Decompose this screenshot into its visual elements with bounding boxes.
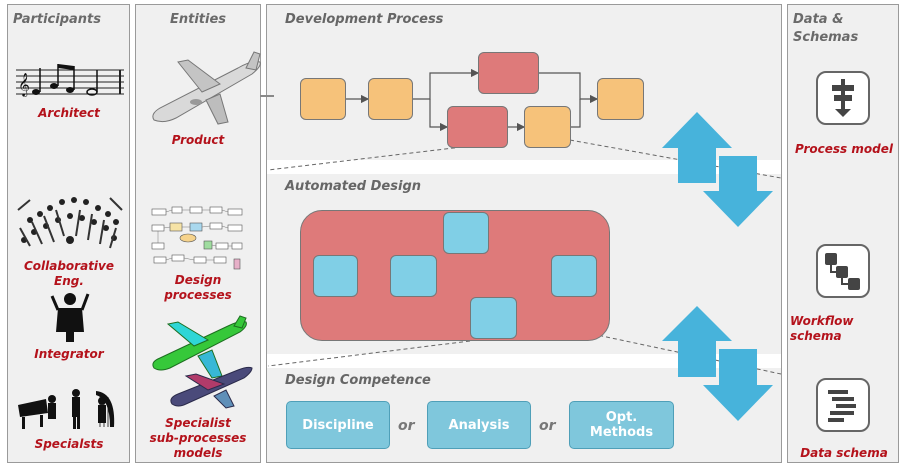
specialist-label-line2: sub-processes [149,431,247,445]
discipline-label: Discipline [302,417,374,433]
specialist-label-line1: Specialist [165,416,231,430]
workflow-schema-label: Workflow schema [790,314,854,343]
data-schemas-header-line2: Schemas [793,30,859,45]
automated-step-1 [313,255,358,297]
collaborative-eng-label: Collaborative Eng. [23,259,115,288]
section-divider-1 [267,160,781,174]
participants-column [7,4,130,463]
design-processes-label-line1: Design [174,273,222,287]
product-label: Product [171,133,225,147]
aircraft-models-icon [152,315,253,409]
svg-text:𝄞: 𝄞 [18,72,30,97]
process-step-orange-1 [300,78,346,120]
opt-methods-label-line1: Opt. [605,410,638,425]
data-schema-icon [816,378,870,432]
participants-header: Participants [13,12,101,27]
automated-step-4 [470,297,517,339]
design-competence-title: Design Competence [285,373,431,388]
process-step-orange-2 [368,78,413,120]
entities-header: Entities [170,12,227,27]
analysis-box: Analysis [427,401,531,449]
workflow-schema-icon [816,244,870,298]
automated-step-2 [390,255,437,297]
automated-step-5 [551,255,597,297]
process-step-red-bottom [447,106,508,148]
opt-methods-box: Opt. Methods [569,401,674,449]
process-step-orange-4 [597,78,644,120]
specialists-label: Specialsts [34,437,104,451]
data-schemas-header-line1: Data & [793,12,844,27]
process-step-red-top [478,52,539,94]
process-model-icon [816,71,870,125]
data-schema-label: Data schema [800,446,888,460]
orchestra-icon [17,197,123,249]
automated-design-title: Automated Design [285,179,422,194]
design-process-diagram-icon [151,206,243,270]
or-label-2: or [539,418,556,434]
development-process-title: Development Process [285,12,444,27]
analysis-label: Analysis [448,417,510,433]
architect-label: Architect [38,106,100,120]
section-divider-2 [267,354,781,368]
design-processes-label-line2: processes [164,288,232,302]
automated-step-3 [443,212,489,254]
specialist-label-line3: models [173,446,223,460]
process-model-label: Process model [795,142,893,156]
process-step-orange-3 [524,106,571,148]
integrator-label: Integrator [34,347,104,361]
specialists-icon [18,389,115,429]
or-label-1: or [398,418,415,434]
airplane-icon [152,51,274,125]
discipline-box: Discipline [286,401,390,449]
conductor-icon [50,293,90,342]
opt-methods-label-line2: Methods [589,425,654,440]
music-score-icon: 𝄞 [16,64,124,97]
